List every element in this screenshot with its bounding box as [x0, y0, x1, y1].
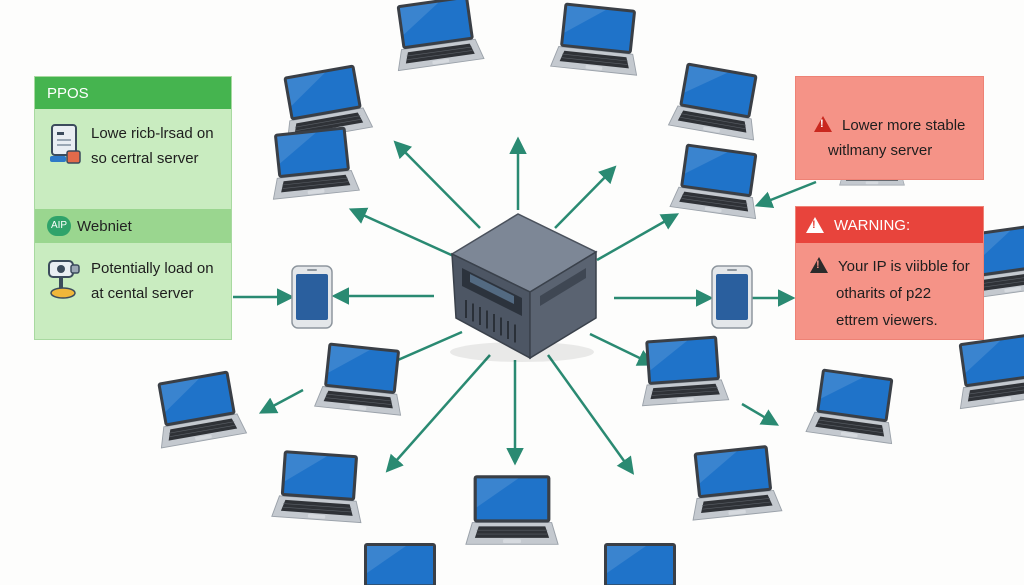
- warning-line2: otharits of p22: [836, 285, 932, 302]
- warning-line1: Your IP is viibble for: [810, 253, 970, 280]
- connection-arrow: [754, 180, 817, 208]
- smartphone-icon: [711, 265, 753, 329]
- warning-header-icon: [806, 217, 824, 233]
- left-item1-line1: Lowe ricb-lrsad on: [91, 125, 214, 142]
- connection-arrow: [554, 165, 617, 229]
- connection-arrow: [741, 402, 780, 426]
- central-server-icon: [450, 213, 598, 362]
- smartphone-icon: [291, 265, 333, 329]
- warning-icon: [814, 116, 832, 132]
- laptop-icon: [364, 543, 436, 585]
- right-top-text: Lower more stable witlmany server: [814, 113, 965, 163]
- warning-line3: ettrem viewers.: [836, 312, 938, 329]
- connection-arrows: [233, 136, 817, 475]
- right-top-line1-text: Lower more stable: [842, 117, 966, 134]
- right-top-panel: Lower more stable witlmany server: [795, 76, 984, 180]
- left-panel-header: PPOS: [35, 77, 231, 109]
- laptop-icon: [667, 62, 758, 141]
- left-item2-text: Potentially load on at cental server: [91, 256, 214, 306]
- warning-text: Your IP is viibble for otharits of p22 e…: [810, 253, 970, 334]
- warning-line1-text: Your IP is viibble for: [838, 258, 970, 275]
- left-panel-subheader-text: Webniet: [77, 217, 132, 235]
- laptop-icon: [692, 445, 783, 521]
- warning-header-text: WARNING:: [834, 216, 911, 234]
- laptop-icon: [604, 543, 676, 585]
- laptop-icon: [669, 143, 758, 220]
- left-panel-subheader: AIP Webniet: [35, 209, 231, 243]
- left-item1-line2: so certral server: [91, 150, 199, 167]
- laptop-icon: [550, 2, 638, 76]
- connection-arrow: [596, 213, 680, 262]
- left-item1-text: Lowe ricb-lrsad on so certral server: [91, 121, 214, 171]
- camera-icon: [48, 260, 80, 299]
- warning-icon: [810, 257, 828, 273]
- aip-badge: AIP: [47, 216, 71, 236]
- warning-header: WARNING:: [796, 207, 983, 243]
- laptop-icon: [396, 0, 485, 72]
- laptop-icon: [465, 475, 559, 545]
- laptop-icon: [272, 126, 360, 200]
- connection-arrow: [258, 388, 304, 414]
- laptop-icon: [958, 333, 1024, 410]
- connection-arrow: [546, 354, 635, 475]
- server-rack-icon: [50, 124, 81, 164]
- laptop-icon: [641, 335, 730, 407]
- laptop-icon: [271, 450, 362, 524]
- right-warning-panel: WARNING: Your IP is viibble for otharits…: [795, 206, 984, 340]
- connection-arrow: [393, 140, 481, 229]
- left-panel-header-text: PPOS: [47, 84, 89, 102]
- right-top-line2: witlmany server: [828, 142, 933, 159]
- left-item2-line2: at cental server: [91, 285, 194, 302]
- left-info-panel: PPOS Lowe ricb-lrsad on so certral serve…: [34, 76, 232, 340]
- laptop-icon: [314, 342, 402, 416]
- connection-arrow: [589, 332, 656, 366]
- connection-arrow: [348, 207, 459, 260]
- laptop-icon: [157, 370, 248, 449]
- right-top-line1: Lower more stable: [814, 113, 965, 138]
- connection-arrow: [385, 354, 491, 473]
- left-item2-line1: Potentially load on: [91, 260, 214, 277]
- laptop-icon: [805, 368, 894, 445]
